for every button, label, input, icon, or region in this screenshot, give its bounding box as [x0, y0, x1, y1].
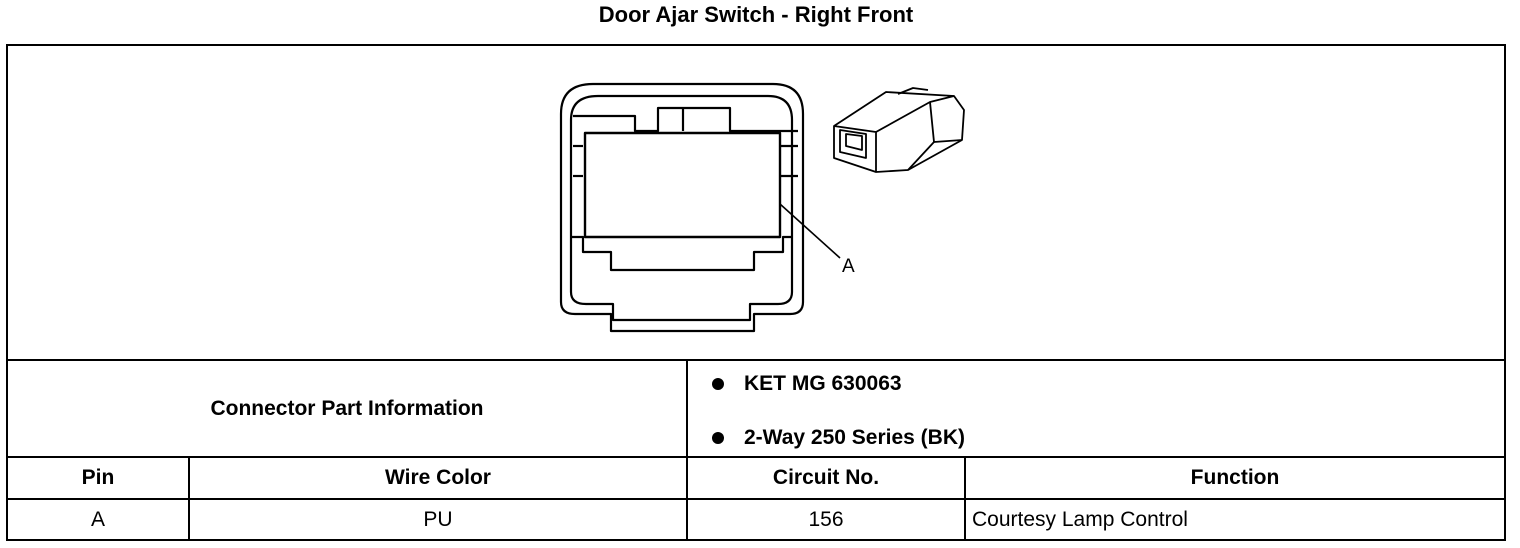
page-title: Door Ajar Switch - Right Front: [598, 2, 914, 27]
part-number: KET MG 630063: [744, 372, 902, 395]
column-header-pin: Pin: [81, 466, 115, 489]
callout-label-a: A: [842, 256, 855, 277]
part-series: 2-Way 250 Series (BK): [744, 426, 965, 449]
divider: [8, 359, 1504, 361]
connector-face-view-icon: [559, 82, 805, 333]
divider: [188, 456, 190, 539]
cell-wire-color: PU: [423, 507, 453, 531]
cell-pin: A: [90, 507, 105, 531]
divider: [8, 498, 1504, 500]
connector-diagram-svg: A: [559, 82, 965, 333]
connector-part-info-label: Connector Part Information: [210, 397, 484, 420]
bullet-icon: [712, 432, 724, 444]
column-header-function: Function: [1190, 466, 1280, 489]
column-header-circuit-no: Circuit No.: [772, 466, 880, 489]
list-item: KET MG 630063: [712, 372, 902, 396]
divider: [964, 456, 966, 539]
divider: [8, 456, 1504, 458]
bullet-icon: [712, 378, 724, 390]
callout-leader-line: [779, 203, 841, 259]
connector-isometric-view-icon: [833, 87, 965, 173]
divider: [686, 359, 688, 539]
connector-diagram: A: [8, 46, 1504, 359]
connector-frame: A Connector Part Information KET MG 6300…: [6, 44, 1506, 541]
cell-function: Courtesy Lamp Control: [972, 507, 1188, 531]
column-header-wire-color: Wire Color: [385, 466, 491, 489]
connector-part-list: KET MG 630063 2-Way 250 Series (BK): [690, 362, 1502, 456]
list-item: 2-Way 250 Series (BK): [712, 426, 965, 450]
cell-circuit-no: 156: [808, 507, 844, 531]
